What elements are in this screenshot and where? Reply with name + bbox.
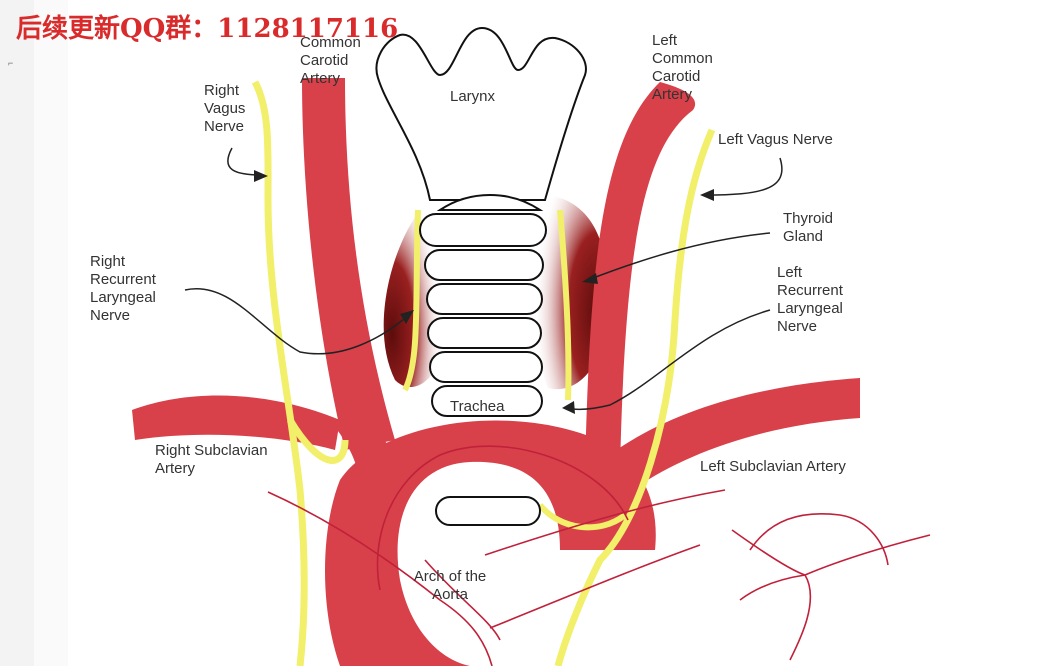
label-aortic-arch: Arch of the Aorta [413, 568, 487, 603]
left-panel-strip [34, 0, 68, 666]
arrow-rrln [400, 310, 414, 324]
left-vagus-nerve [554, 128, 716, 666]
arrow-thyroid [582, 273, 598, 284]
left-recurrent-laryngeal-nerve [537, 503, 627, 531]
label-right-common-carotid: Common Carotid Artery [300, 34, 361, 87]
label-right-vagus-nerve: Right Vagus Nerve [204, 82, 246, 135]
right-rln-ascending [402, 209, 421, 392]
label-larynx: Larynx [450, 88, 496, 105]
label-left-recurrent-laryngeal: Left Recurrent Laryngeal Nerve [777, 264, 843, 335]
right-recurrent-laryngeal-nerve [286, 418, 349, 464]
label-left-vagus-nerve: Left Vagus Nerve [718, 131, 833, 148]
left-subclavian-artery [590, 378, 860, 495]
trachea-rings [419, 194, 547, 526]
thyroid-left-lobe [383, 210, 440, 388]
arrow-lrln [562, 401, 575, 414]
right-common-carotid-artery [302, 78, 395, 450]
left-rln-ascending [557, 209, 572, 401]
label-trachea: Trachea [450, 398, 505, 415]
arrow-lvagus [700, 189, 714, 201]
label-left-common-carotid: Left Common Carotid Artery [652, 32, 713, 103]
right-vagus-nerve [251, 80, 308, 666]
aortic-arch [325, 420, 656, 666]
label-left-subclavian: Left Subclavian Artery [700, 458, 846, 475]
watermark-text: 后续更新QQ群：1128117116 [16, 14, 399, 44]
larynx [375, 26, 587, 201]
arrow-rvagus [254, 170, 268, 182]
label-right-recurrent-laryngeal: Right Recurrent Laryngeal Nerve [90, 253, 156, 324]
left-common-carotid-artery [585, 82, 696, 470]
pen-annotations [267, 445, 931, 666]
toolbar-mark: ⌐ [8, 58, 14, 68]
label-right-subclavian: Right Subclavian Artery [155, 442, 268, 477]
label-thyroid-gland: Thyroid Gland [783, 210, 834, 245]
